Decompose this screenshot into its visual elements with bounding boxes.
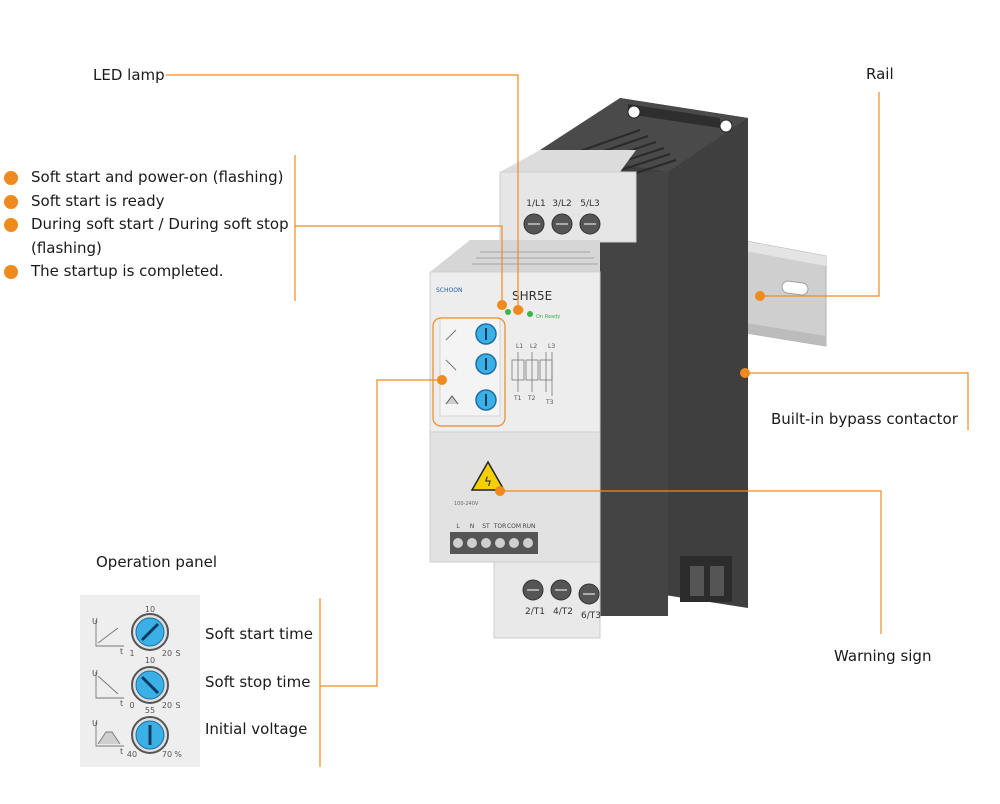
knob2-scale-right: 20 bbox=[162, 701, 172, 710]
terminal-label-t1: 2/T1 bbox=[525, 607, 545, 617]
warning-sign-label: Warning sign bbox=[834, 647, 932, 665]
terminal-label-t2: 4/T2 bbox=[553, 607, 573, 617]
led-state-item: Soft start is ready bbox=[4, 190, 296, 214]
soft-stop-time-label: Soft stop time bbox=[205, 673, 311, 691]
device-warning-sign: ϟ bbox=[470, 460, 506, 491]
brand-logo: SCHOON bbox=[436, 287, 462, 294]
din-rail bbox=[739, 239, 827, 347]
bypass-contactor-label: Built-in bypass contactor bbox=[771, 410, 958, 428]
bullet-dot-icon bbox=[4, 265, 18, 279]
output-label-t3: T3 bbox=[545, 399, 554, 406]
led-state-list: Soft start and power-on (flashing) Soft … bbox=[4, 166, 296, 284]
led-text: On Ready bbox=[536, 314, 560, 320]
knob2-unit: S bbox=[175, 701, 180, 710]
knob3-unit: % bbox=[174, 750, 182, 759]
terminal-label-l1: 1/L1 bbox=[526, 199, 546, 209]
led-state-item: Soft start and power-on (flashing) bbox=[4, 166, 296, 190]
ctrl-label-run: RUN bbox=[522, 523, 535, 530]
operation-panel-closeup bbox=[80, 595, 200, 767]
rail-label: Rail bbox=[866, 65, 894, 83]
knob1-scale-right: 20 bbox=[162, 649, 172, 658]
knob1-scale-top: 10 bbox=[145, 605, 155, 614]
output-label-t1: T1 bbox=[513, 395, 522, 402]
bullet-dot-icon bbox=[4, 171, 18, 185]
axis-u-2: U bbox=[92, 669, 98, 678]
leader-dots bbox=[437, 291, 765, 496]
device-knobs bbox=[439, 317, 501, 417]
axis-u-3: U bbox=[92, 719, 98, 728]
terminal-label-l2: 3/L2 bbox=[552, 199, 572, 209]
phase-label-l3: L3 bbox=[548, 343, 555, 350]
knob2-scale-top: 10 bbox=[145, 656, 155, 665]
top-terminal-screws bbox=[523, 213, 601, 235]
axis-t-3: t bbox=[120, 747, 123, 756]
knob3-scale-top: 55 bbox=[145, 706, 155, 715]
ctrl-label-com: COM bbox=[507, 523, 521, 530]
terminal-label-t3: 6/T3 bbox=[581, 611, 601, 621]
voltage-text: 100-240V bbox=[454, 501, 479, 507]
knob3-scale-right: 70 bbox=[162, 750, 172, 759]
panel-scale-texts: 10 1 20 S 10 0 20 S 55 40 70 % U t U t U… bbox=[92, 605, 182, 759]
led-state-item: During soft start / During soft stop (fl… bbox=[4, 213, 296, 260]
initial-voltage-label: Initial voltage bbox=[205, 720, 308, 738]
led-state-item: The startup is completed. bbox=[4, 260, 296, 284]
svg-text:ϟ: ϟ bbox=[484, 475, 492, 489]
ctrl-label-st: ST bbox=[482, 523, 490, 530]
knob2-scale-left: 0 bbox=[129, 701, 134, 710]
knob1-unit: S bbox=[175, 649, 180, 658]
ctrl-label-n: N bbox=[470, 523, 475, 530]
ctrl-label-l: L bbox=[456, 523, 460, 530]
axis-t-2: t bbox=[120, 699, 123, 708]
terminal-label-l3: 5/L3 bbox=[580, 199, 600, 209]
model-name: SHR5E bbox=[512, 289, 552, 303]
bottom-terminal-screws bbox=[522, 579, 600, 605]
knob3-scale-left: 40 bbox=[127, 750, 137, 759]
phase-label-l2: L2 bbox=[530, 343, 537, 350]
output-label-t2: T2 bbox=[527, 395, 536, 402]
soft-start-time-label: Soft start time bbox=[205, 625, 313, 643]
circuit-schematic bbox=[511, 352, 553, 396]
phase-label-l1: L1 bbox=[516, 343, 523, 350]
control-terminal-block bbox=[450, 532, 538, 554]
knob1-scale-left: 1 bbox=[129, 649, 134, 658]
led-lamp-label: LED lamp bbox=[93, 66, 165, 84]
axis-t-1: t bbox=[120, 647, 123, 656]
axis-u-1: U bbox=[92, 617, 98, 626]
ctrl-label-tor: TOR bbox=[493, 523, 507, 530]
bullet-dot-icon bbox=[4, 218, 18, 232]
leader-lines bbox=[166, 74, 969, 767]
bullet-dot-icon bbox=[4, 194, 18, 209]
operation-panel-label: Operation panel bbox=[96, 553, 218, 571]
